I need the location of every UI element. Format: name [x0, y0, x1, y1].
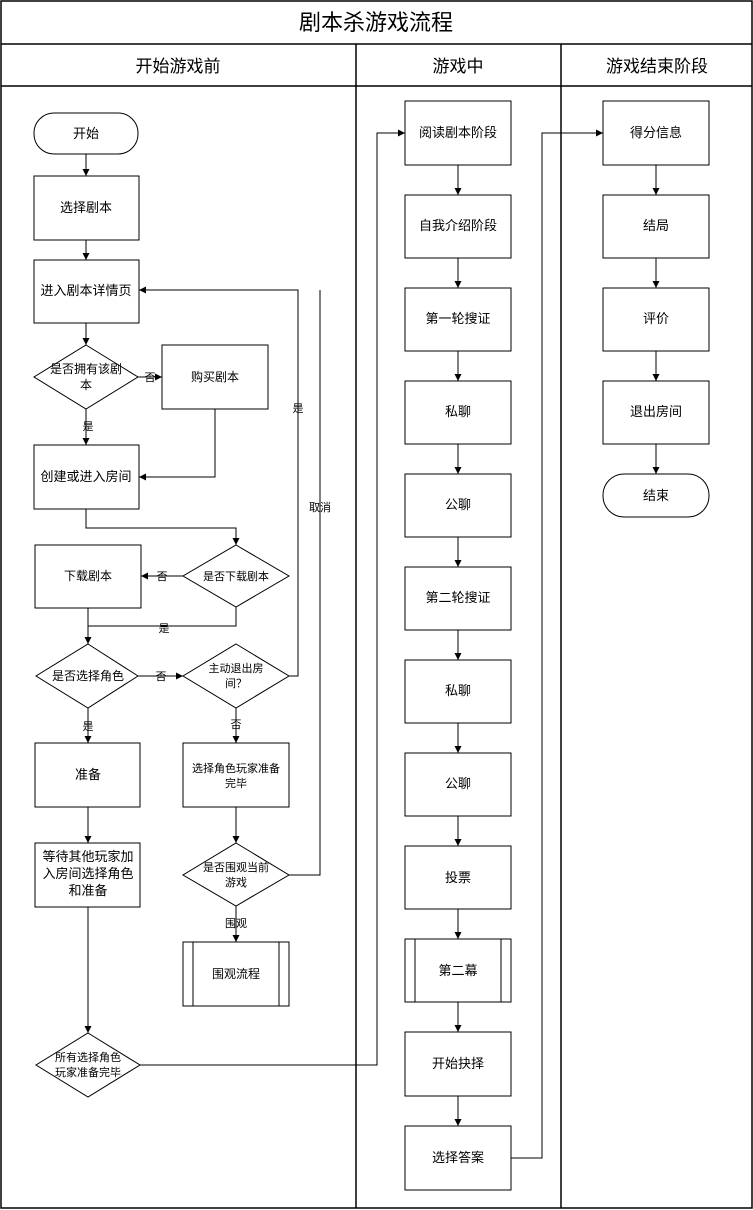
node-vote-label: 投票 — [445, 870, 471, 886]
node-own-script-decision: 是否拥有该剧 本 — [33, 344, 139, 410]
node-act-2-label: 第二幕 — [438, 964, 477, 979]
node-own-script-label-1: 是否拥有该剧 — [50, 362, 122, 376]
node-spectate-q-label-2: 游戏 — [225, 876, 247, 889]
node-public-1-label: 公聊 — [445, 498, 471, 513]
edge-buy-create — [139, 409, 216, 481]
node-search-2: 第二轮搜证 — [404, 566, 512, 631]
node-search-1-label: 第一轮搜证 — [425, 312, 490, 327]
node-start-label: 开始 — [73, 127, 99, 142]
node-buy-script-label: 购买剧本 — [191, 369, 239, 384]
node-all-ready-decision: 所有选择角色 玩家准备完毕 — [35, 1032, 141, 1098]
node-spectate-q-label-1: 是否围观当前 — [203, 860, 269, 874]
node-review: 评价 — [602, 287, 710, 352]
node-all-ready-label-2: 玩家准备完毕 — [55, 1065, 121, 1079]
node-exit-room-label-1: 主动退出房 — [209, 661, 264, 675]
node-select-script: 选择剧本 — [33, 175, 140, 241]
node-private-2-label: 私聊 — [445, 684, 471, 699]
node-role-ready-label-1: 选择角色玩家准备 — [192, 761, 280, 775]
node-end-label: 结束 — [643, 489, 669, 504]
node-download-script: 下载剧本 — [34, 544, 142, 609]
edge-label-own-no: 否 — [145, 371, 156, 384]
node-create-room-label: 创建或进入房间 — [40, 469, 131, 485]
node-spectate-flow-label: 围观流程 — [212, 966, 260, 981]
lane-header-in-game: 游戏中 — [433, 57, 484, 77]
edge-exit-yes-detail — [139, 286, 299, 677]
node-wait-others: 等待其他玩家加 入房间选择角色 和准备 — [34, 842, 141, 908]
node-read-script-label: 阅读剧本阶段 — [419, 126, 497, 141]
lane-header-game-end: 游戏结束阶段 — [606, 57, 708, 77]
edge-label-role-no: 否 — [156, 670, 167, 683]
node-role-ready-label-2: 完毕 — [225, 776, 247, 790]
edges — [82, 129, 660, 1159]
node-end: 结束 — [602, 473, 710, 518]
node-create-room: 创建或进入房间 — [33, 444, 140, 510]
node-public-2-label: 公聊 — [445, 777, 471, 792]
node-choose-answer: 选择答案 — [404, 1125, 512, 1191]
node-prepare-label: 准备 — [75, 767, 101, 783]
node-choose-answer-label: 选择答案 — [432, 1150, 484, 1166]
node-ending-label: 结局 — [643, 219, 669, 234]
node-score-info-label: 得分信息 — [630, 125, 682, 141]
node-search-1: 第一轮搜证 — [404, 287, 512, 352]
node-self-intro-label: 自我介绍阶段 — [419, 219, 497, 234]
lane-header-before-game: 开始游戏前 — [136, 57, 221, 77]
node-spectate-decision: 是否围观当前 游戏 — [182, 842, 290, 907]
edge-answer-score — [511, 129, 603, 1159]
node-select-script-label: 选择剧本 — [60, 201, 112, 216]
node-act-2: 第二幕 — [404, 938, 512, 1003]
node-prepare: 准备 — [34, 742, 141, 808]
node-exit-room-decision: 主动退出房 间？ — [182, 643, 290, 709]
node-spectate-flow: 围观流程 — [182, 941, 290, 1007]
node-select-role-label: 是否选择角色 — [52, 669, 124, 683]
edge-labels: 否 是 是 取消 否 是 否 是 否 围观 — [83, 371, 332, 930]
node-enter-detail: 进入剧本详情页 — [33, 259, 140, 324]
node-search-2-label: 第二轮搜证 — [425, 591, 490, 606]
node-private-2: 私聊 — [404, 659, 512, 724]
node-own-script-label-2: 本 — [80, 378, 92, 392]
edge-label-own-yes: 是 — [83, 420, 94, 433]
edge-download-q-yes — [88, 607, 237, 627]
node-public-2: 公聊 — [404, 752, 512, 817]
edge-label-download-yes: 是 — [159, 622, 170, 635]
node-wait-others-label-1: 等待其他玩家加 — [42, 849, 133, 865]
node-private-1-label: 私聊 — [445, 405, 471, 420]
node-private-1: 私聊 — [404, 380, 512, 445]
edge-label-cancel: 取消 — [309, 500, 331, 514]
node-start-choice: 开始抉择 — [404, 1031, 512, 1097]
edge-create-download-q — [85, 509, 240, 545]
node-buy-script: 购买剧本 — [161, 344, 269, 410]
node-public-1: 公聊 — [404, 473, 512, 538]
edge-label-download-no: 否 — [157, 570, 168, 583]
node-self-intro: 自我介绍阶段 — [404, 194, 512, 259]
node-wait-others-label-2: 入房间选择角色 — [42, 866, 133, 882]
edge-label-role-yes: 是 — [83, 720, 94, 733]
edge-label-exit-no: 否 — [231, 718, 242, 731]
edge-spectate-cancel — [289, 290, 321, 876]
node-vote: 投票 — [404, 845, 512, 910]
node-download-q-label: 是否下载剧本 — [203, 569, 269, 583]
node-select-role-decision: 是否选择角色 — [35, 643, 139, 709]
edge-label-exit-yes: 是 — [293, 402, 304, 415]
node-ending: 结局 — [602, 194, 710, 259]
node-role-ready: 选择角色玩家准备 完毕 — [182, 742, 290, 808]
node-wait-others-label-3: 和准备 — [68, 883, 107, 899]
node-start: 开始 — [33, 112, 139, 155]
edge-label-spectate: 围观 — [225, 917, 247, 930]
diagram-title: 剧本杀游戏流程 — [299, 11, 453, 36]
node-start-choice-label: 开始抉择 — [432, 1057, 484, 1072]
node-exit-room: 退出房间 — [602, 380, 710, 445]
node-enter-detail-label: 进入剧本详情页 — [40, 284, 131, 299]
node-download-script-label: 下载剧本 — [64, 569, 112, 583]
node-all-ready-label-1: 所有选择角色 — [55, 1050, 121, 1064]
node-exit-room-label-2: 间？ — [225, 677, 247, 690]
edge-all-ready-read — [140, 129, 405, 1066]
node-score-info: 得分信息 — [602, 100, 710, 166]
node-read-script: 阅读剧本阶段 — [404, 100, 512, 166]
node-download-decision: 是否下载剧本 — [182, 544, 290, 608]
node-review-label: 评价 — [643, 312, 669, 327]
node-exit-room-label: 退出房间 — [630, 404, 682, 420]
